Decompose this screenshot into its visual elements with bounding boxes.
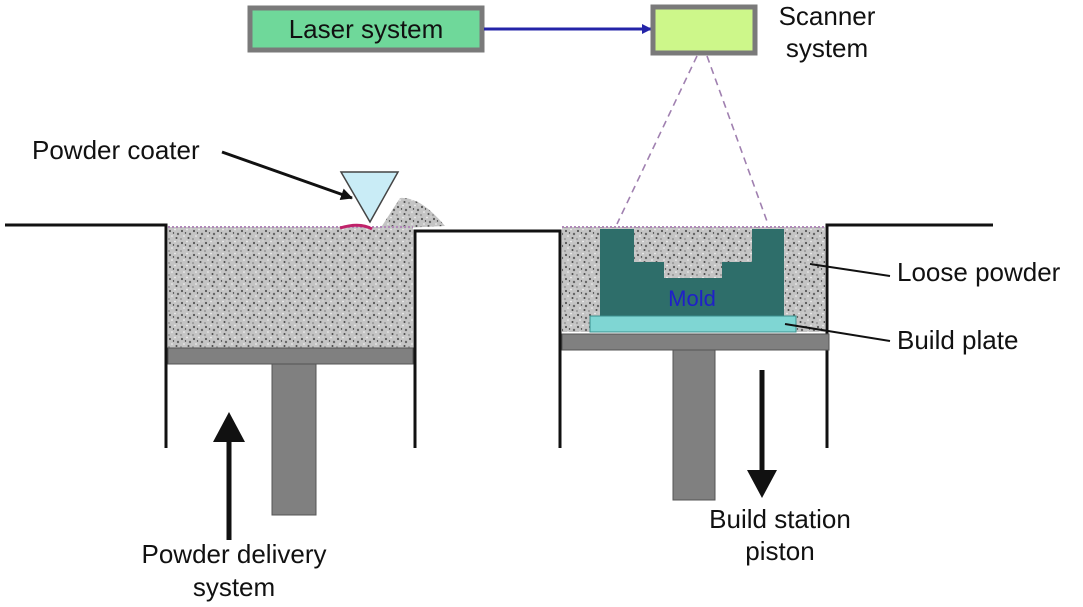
loose-powder-pointer [809,263,891,277]
scanner-beam-left [616,55,698,225]
delivery-right-wall [413,229,562,448]
build-platform [561,333,830,351]
build-plate-pointer [784,323,891,342]
laser-system-box [247,5,485,53]
scanner-system-box [650,4,758,56]
build-station-label-line2: piston [745,536,814,566]
powder-delivery-label-line1: Powder delivery [142,539,327,569]
powder-coater-label: Powder coater [32,135,200,165]
coater-deposit [339,223,373,231]
build-down-arrowhead [747,470,777,498]
build-right-wall [825,223,993,448]
build-piston [672,349,716,501]
coater-powder-pile [380,197,445,229]
build-station-label-line1: Build station [709,504,851,534]
powder-delivery-label-line2: system [193,572,275,602]
mold-part [600,229,784,316]
scanner-beam-right [706,55,769,225]
delivery-powder-bed [168,227,413,348]
powder-coater-icon [339,171,400,224]
mold-label: Mold [668,286,716,311]
build-plate [589,315,797,333]
scanner-label-line1: Scanner [779,1,876,31]
powder-coater-pointer [221,150,353,200]
delivery-up-arrowhead [213,412,245,442]
build-plate-label: Build plate [897,325,1018,355]
machine-bed-outline [5,223,168,448]
delivery-platform [167,347,414,365]
scanner-label-line2: system [786,33,868,63]
loose-powder-label: Loose powder [897,257,1061,287]
laser-system-label: Laser system [289,14,444,44]
delivery-piston [271,363,317,516]
